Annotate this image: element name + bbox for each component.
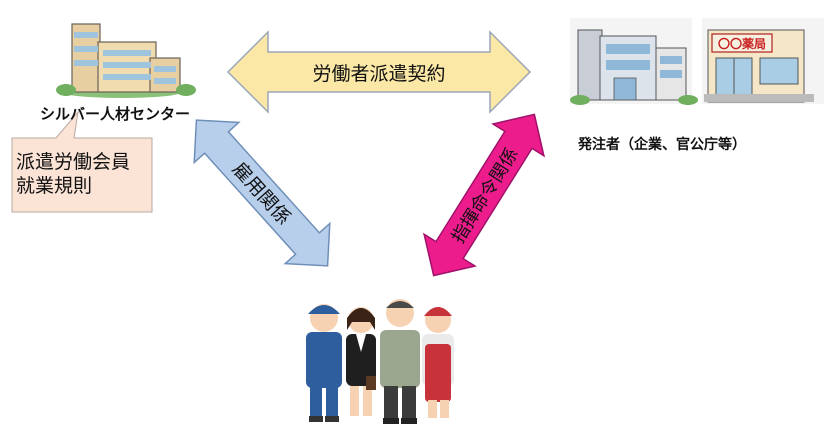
contract-arrow: 労働者派遣契約 xyxy=(226,30,532,114)
client-label: 発注者（企業、官公庁等） xyxy=(578,137,746,153)
office-building-icon xyxy=(56,23,196,98)
callout-shape xyxy=(11,110,153,213)
contract-arrow-label: 労働者派遣契約 xyxy=(312,63,445,85)
employment-arrow: 雇用関係 xyxy=(193,119,331,267)
worker-icon xyxy=(306,304,342,422)
worker-icon xyxy=(346,307,376,416)
worker-icon xyxy=(380,299,420,424)
shop-buildings-icon: 〇〇薬局 xyxy=(570,18,824,105)
callout-line-1: 派遣労働会員 xyxy=(16,151,131,173)
callout-box: 派遣労働会員 就業規則 xyxy=(16,150,150,198)
center-label: シルバー人材センター xyxy=(40,105,191,123)
callout-line-2: 就業規則 xyxy=(16,175,93,197)
command-arrow-label: 指揮命令関係 xyxy=(448,144,523,247)
worker-icon xyxy=(422,307,454,418)
workers-group-icon xyxy=(306,299,454,424)
shop-sign-text: 〇〇薬局 xyxy=(718,36,766,51)
command-arrow: 指揮命令関係 xyxy=(422,113,546,277)
